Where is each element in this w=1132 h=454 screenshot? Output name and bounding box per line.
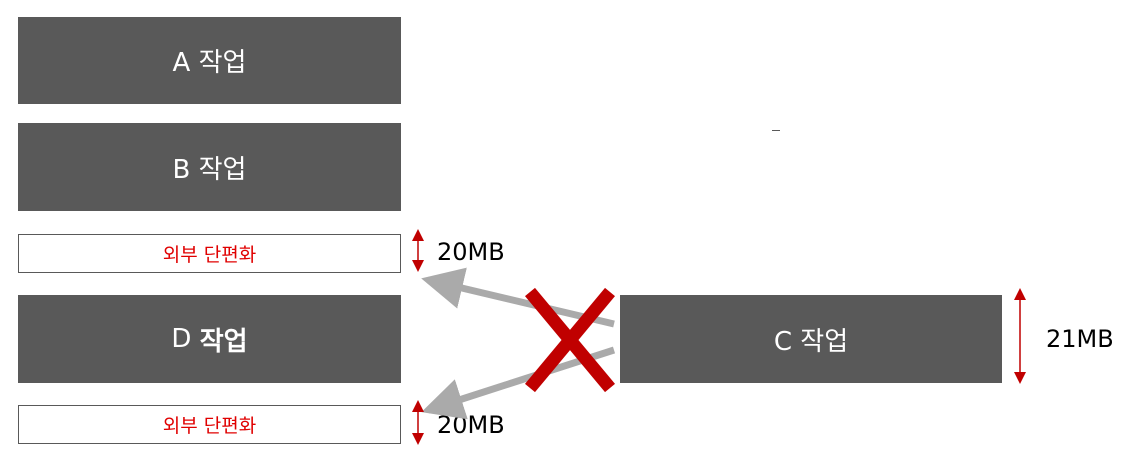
job-d-block: D 작업 <box>18 295 401 383</box>
fragment-block-1: 외부 단편화 <box>18 234 401 273</box>
job-c-label: C 작업 <box>773 326 849 357</box>
fragment-label-2: 외부 단편화 <box>162 415 257 437</box>
job-b-label: B 작업 <box>172 154 247 185</box>
job-d-prefix: D <box>171 324 200 354</box>
job-d-label: 작업 <box>199 326 248 357</box>
fragment-block-2: 외부 단편화 <box>18 405 401 444</box>
cross-mark-stroke-2 <box>525 287 615 393</box>
job-b-block: B 작업 <box>18 123 401 211</box>
job-c-size: 21MB <box>1046 325 1114 353</box>
small-dash-mark <box>772 130 780 131</box>
job-c-block: C 작업 <box>620 295 1002 383</box>
job-a-label: A 작업 <box>172 48 247 78</box>
fragment-size-1: 20MB <box>437 238 505 266</box>
job-a-block: A 작업 <box>18 17 401 104</box>
fragment-label-1: 외부 단편화 <box>162 244 257 266</box>
